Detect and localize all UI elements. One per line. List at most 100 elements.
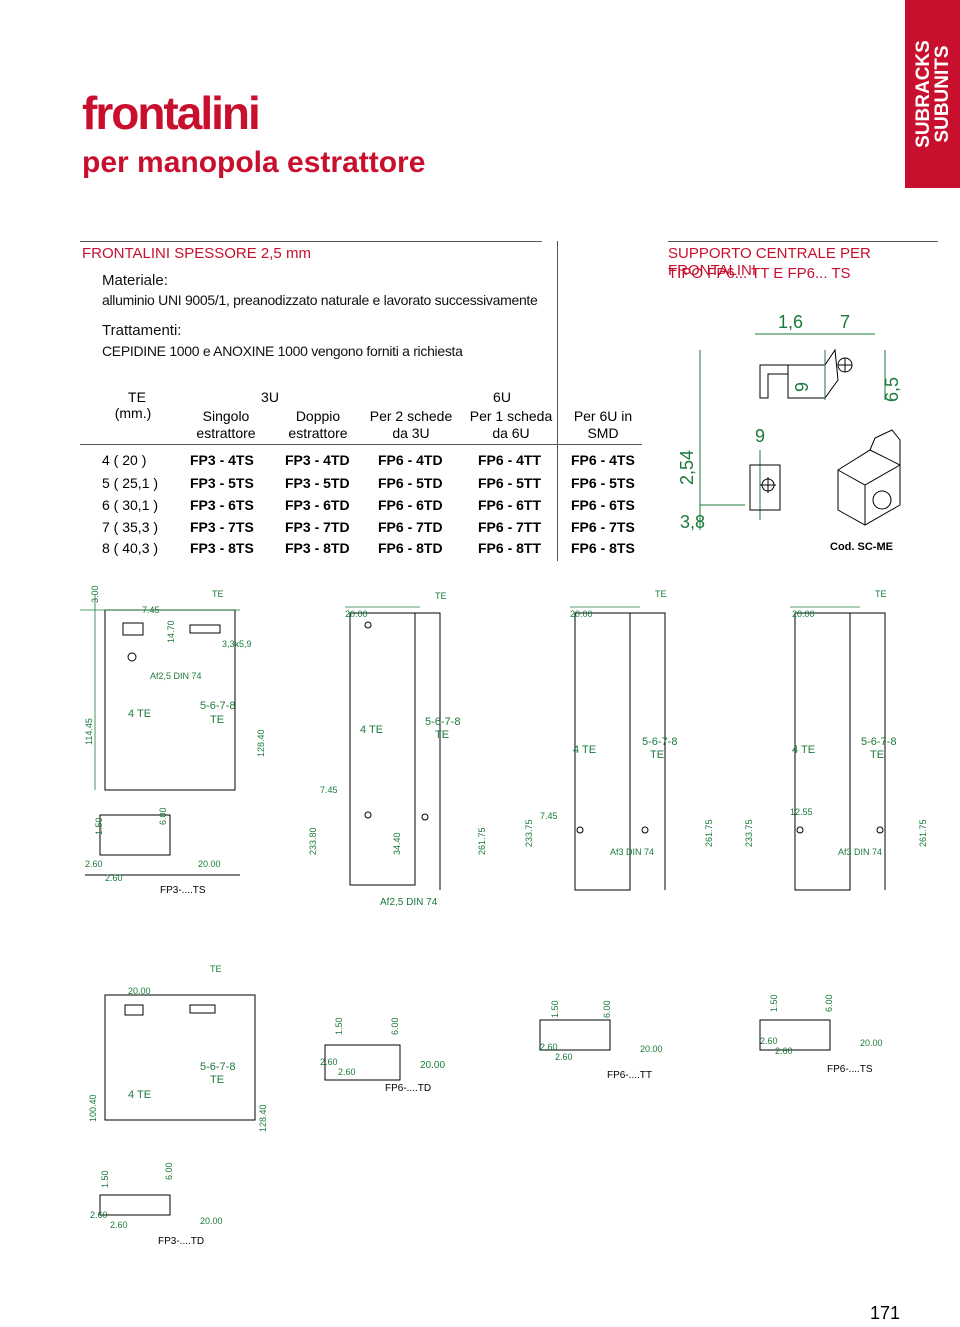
label-5678: 5-6-7-8 [200, 1061, 235, 1073]
label-4te: 4 TE [128, 1089, 151, 1101]
dim-260: 2.60 [85, 859, 103, 869]
row-cell: FP3 - 4TD [285, 452, 350, 468]
dim-260: 2.60 [555, 1052, 573, 1062]
row-te: 5 ( 25,1 ) [102, 475, 159, 491]
row-te: 6 ( 30,1 ) [102, 497, 159, 513]
dim-1255: 12.55 [790, 807, 813, 817]
dim-2000: 20.00 [420, 1060, 445, 1071]
dim-23375: 233.75 [524, 819, 534, 847]
label-te: TE [210, 1074, 224, 1086]
dim-65: 6,5 [882, 377, 902, 402]
section-tab-line1: SUBRACKS [913, 40, 934, 148]
dim-te: TE [212, 589, 224, 599]
section-tab: SUBRACKS SUBUNITS [905, 0, 960, 188]
dim-2000: 20.00 [345, 609, 368, 619]
support-drawing: 1,6 7 9 6,5 9 2,54 3,8 Cod. SC-ME [677, 312, 902, 553]
dim-150: 1.50 [94, 817, 104, 835]
dim-254: 2,54 [677, 450, 697, 485]
dim-260: 2.60 [90, 1210, 108, 1220]
dim-9b: 9 [755, 426, 765, 446]
drawings-top: 3.00 7.45 TE 14.70 3,3x5,9 Af2,5 DIN 74 … [80, 585, 928, 908]
label-4te: 4 TE [792, 744, 815, 756]
row-te: 7 ( 35,3 ) [102, 519, 159, 535]
dim-150: 1.50 [334, 1017, 344, 1035]
dim-2000: 20.00 [860, 1038, 883, 1048]
row-cell: FP3 - 8TD [285, 540, 350, 556]
label-fp6td: FP6-....TD [385, 1083, 431, 1094]
dim-745: 7.45 [320, 785, 338, 795]
row-cell: FP6 - 4TS [571, 452, 635, 468]
materiale-label: Materiale: [102, 272, 168, 289]
row-cell: FP3 - 7TD [285, 519, 350, 535]
row-cell: FP6 - 8TT [478, 540, 542, 556]
dim-260: 2.60 [775, 1046, 793, 1056]
section-heading: FRONTALINI SPESSORE 2,5 mm [82, 245, 311, 262]
label-te: TE [210, 714, 224, 726]
materiale-text: alluminio UNI 9005/1, preanodizzato natu… [102, 292, 538, 308]
row-cell: FP6 - 5TT [478, 475, 542, 491]
row-cell: FP3 - 5TS [190, 475, 254, 491]
dim-slot: 3,3x5,9 [222, 639, 252, 649]
label-fp6ts: FP6-....TS [827, 1064, 873, 1075]
row-cell: FP6 - 6TT [478, 497, 542, 513]
row-cell: FP6 - 7TD [378, 519, 443, 535]
dim-300: 3.00 [90, 585, 100, 603]
dim-260: 2.60 [110, 1220, 128, 1230]
row-cell: FP6 - 5TS [571, 475, 635, 491]
dim-te: TE [655, 589, 667, 599]
dim-260: 2.60 [760, 1036, 778, 1046]
drawings-bottom: TE 20.00 4 TE 5-6-7-8 TE 100.40 128.40 1… [88, 964, 883, 1247]
dim-af25: Af2,5 DIN 74 [380, 897, 438, 908]
row-cell: FP3 - 7TS [190, 519, 254, 535]
row-cell: FP6 - 4TT [478, 452, 542, 468]
row-cell: FP3 - 8TS [190, 540, 254, 556]
dim-af3: Af3 DIN 74 [610, 847, 654, 857]
page-title: frontalini [82, 87, 261, 139]
dim-260: 2.60 [320, 1057, 338, 1067]
support-heading-1: SUPPORTO CENTRALE PER FRONTALINI [668, 245, 871, 279]
dim-12840: 128.40 [258, 1104, 268, 1132]
divider [80, 241, 542, 242]
th-6u: 6U [493, 389, 511, 405]
dim-23380: 233.80 [308, 827, 318, 855]
section-tab-line2: SUBUNITS [932, 45, 953, 143]
dim-te: TE [435, 591, 447, 601]
label-4te: 4 TE [573, 744, 596, 756]
dim-16: 1,6 [778, 312, 803, 332]
column-divider [557, 241, 558, 561]
table-rule [80, 444, 642, 445]
dim-600: 6.00 [158, 807, 168, 825]
dim-150: 1.50 [550, 1000, 560, 1018]
dim-af25: Af2,5 DIN 74 [150, 671, 202, 681]
label-5678: 5-6-7-8 [861, 736, 896, 748]
dim-af3: Af3 DIN 74 [838, 847, 882, 857]
dim-26175: 261.75 [704, 819, 714, 847]
label-te: TE [870, 749, 884, 761]
trattamenti-label: Trattamenti: [102, 322, 182, 339]
support-heading-2: TIPO FP6... TT E FP6... TS [668, 265, 851, 282]
row-cell: FP3 - 6TS [190, 497, 254, 513]
row-cell: FP6 - 4TD [378, 452, 443, 468]
divider [668, 241, 938, 242]
dim-2000: 20.00 [570, 609, 593, 619]
support-code: Cod. SC-ME [830, 541, 893, 553]
dim-2000: 20.00 [640, 1044, 663, 1054]
dim-7: 7 [840, 312, 850, 332]
dim-2000: 20.00 [200, 1216, 223, 1226]
th-1scheda: Per 1 scheda da 6U [469, 408, 553, 441]
dim-1470: 14.70 [166, 620, 176, 643]
row-cell: FP6 - 7TS [571, 519, 635, 535]
row-cell: FP6 - 5TD [378, 475, 443, 491]
th-smd: Per 6U in SMD [573, 408, 633, 441]
dim-2000: 20.00 [792, 609, 815, 619]
row-cell: FP6 - 8TD [378, 540, 443, 556]
row-cell: FP3 - 4TS [190, 452, 254, 468]
dim-150: 1.50 [100, 1170, 110, 1188]
row-te: 4 ( 20 ) [102, 452, 147, 468]
dim-26175: 261.75 [918, 819, 928, 847]
th-te: TE [128, 389, 146, 405]
dim-12840: 128.40 [256, 729, 266, 757]
dim-2000: 20.00 [198, 859, 221, 869]
section-tab-label: SUBRACKS SUBUNITS [913, 40, 953, 148]
label-fp6tt: FP6-....TT [607, 1070, 652, 1081]
